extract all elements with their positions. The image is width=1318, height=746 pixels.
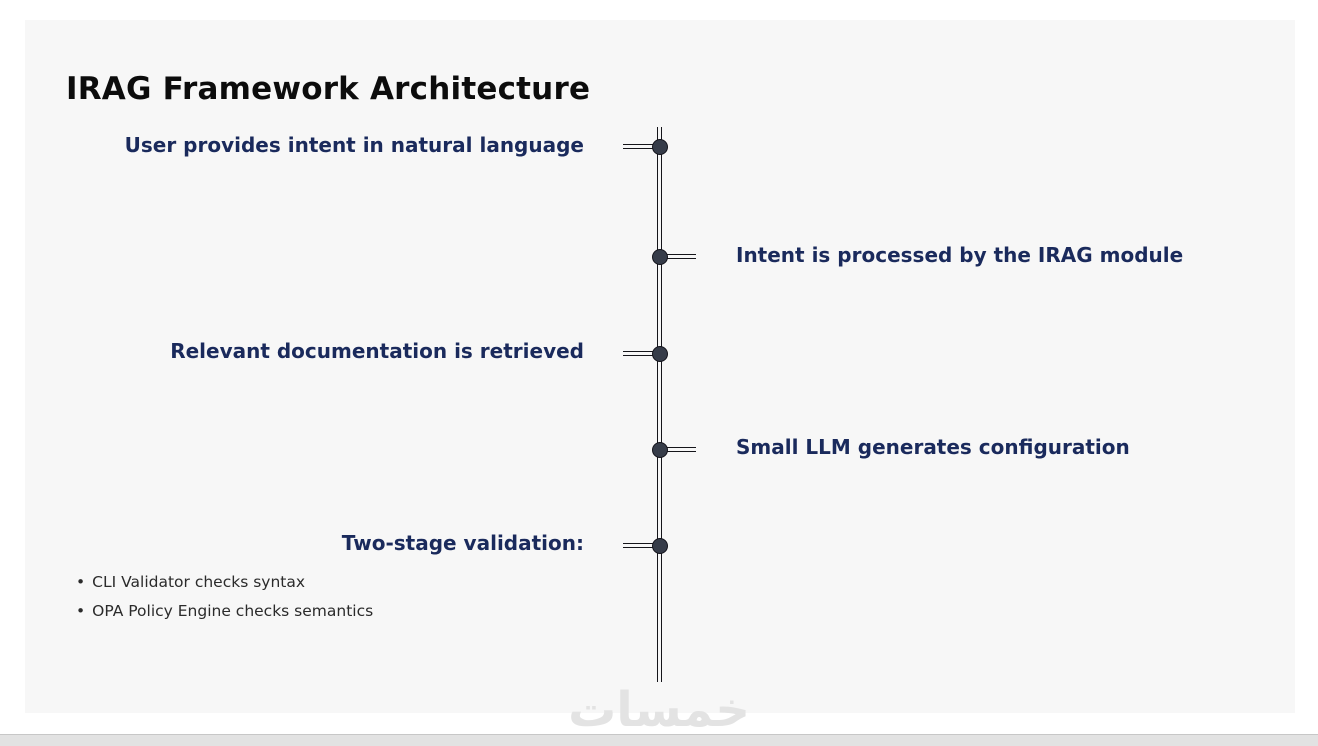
timeline-node bbox=[652, 346, 668, 362]
timeline-node bbox=[652, 139, 668, 155]
bullet-item-label: OPA Policy Engine checks semantics bbox=[92, 602, 374, 620]
connector-line bbox=[665, 447, 696, 452]
timeline-node bbox=[652, 249, 668, 265]
bullet-item-opa-engine: • OPA Policy Engine checks semantics bbox=[76, 597, 373, 626]
milestone-label-doc-retrieval: Relevant documentation is retrieved bbox=[170, 339, 584, 363]
bullet-item-cli-validator: • CLI Validator checks syntax bbox=[76, 568, 373, 597]
timeline-spine bbox=[657, 127, 662, 682]
validation-bullet-list: • CLI Validator checks syntax • OPA Policy… bbox=[76, 568, 373, 626]
connector-line bbox=[623, 144, 654, 149]
bullet-icon: • bbox=[76, 602, 86, 620]
milestone-label-user-intent: User provides intent in natural language bbox=[124, 133, 584, 157]
connector-line bbox=[623, 351, 654, 356]
page-title: IRAG Framework Architecture bbox=[66, 70, 591, 107]
horizontal-scrollbar-track[interactable] bbox=[0, 734, 1318, 746]
bullet-icon: • bbox=[76, 573, 86, 591]
connector-line bbox=[665, 254, 696, 259]
timeline-node bbox=[652, 442, 668, 458]
connector-line bbox=[623, 543, 654, 548]
timeline-node bbox=[652, 538, 668, 554]
milestone-label-validation: Two-stage validation: bbox=[341, 531, 584, 555]
milestone-label-irag-processing: Intent is processed by the IRAG module bbox=[736, 243, 1184, 267]
milestone-label-llm-generation: Small LLM generates configuration bbox=[736, 435, 1130, 459]
bullet-item-label: CLI Validator checks syntax bbox=[92, 573, 306, 591]
diagram-card bbox=[25, 20, 1295, 713]
